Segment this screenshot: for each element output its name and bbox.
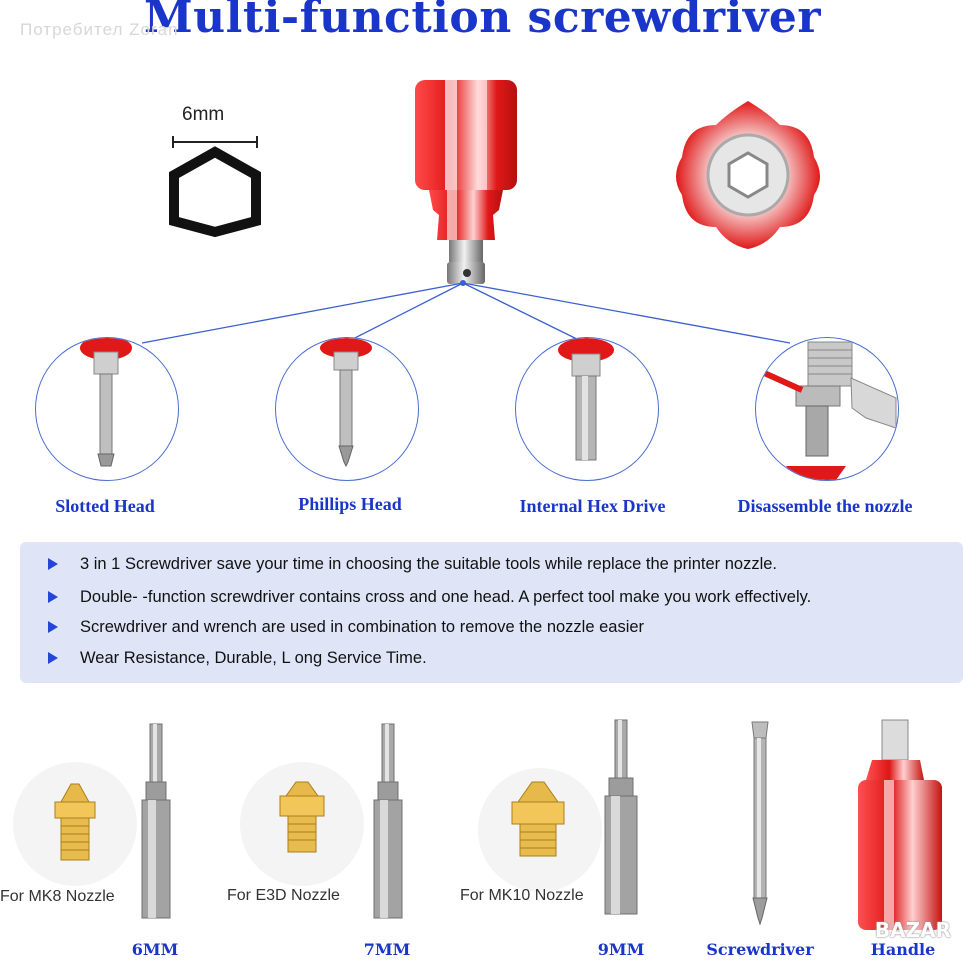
- bullet-arrow-icon: [48, 591, 58, 603]
- hex-size-label: 6mm: [182, 104, 225, 125]
- double-bit-icon: [751, 721, 769, 926]
- features-info-box: [20, 542, 963, 683]
- wrench-nozzle-icon: [760, 341, 897, 480]
- connector-lines: [141, 280, 791, 344]
- feature-label-hex: Internal Hex Drive: [519, 496, 666, 516]
- wrench-nozzle-circle: [755, 337, 899, 481]
- mk8-nozzle-circle: [13, 762, 137, 886]
- e3d-nozzle-circle: [240, 762, 364, 886]
- bullet-arrow-icon: [48, 558, 58, 570]
- bazar-watermark: BAZAR: [874, 918, 951, 942]
- brass-nozzle-icon: [279, 781, 325, 853]
- size-label-9mm: 9MM: [597, 940, 645, 959]
- bullet-arrow-icon: [48, 652, 58, 664]
- handle-top-view-icon: [676, 101, 820, 249]
- bullet-item: 3 in 1 Screwdriver save your time in cho…: [48, 555, 777, 574]
- slotted-bit-icon: [80, 338, 132, 467]
- socket-bit-9mm-icon: [604, 719, 638, 915]
- hex-bit-circle: [515, 337, 659, 481]
- hex-socket-icon: [169, 136, 261, 238]
- bullet-item: Wear Resistance, Durable, L ong Service …: [48, 649, 427, 668]
- slotted-bit-circle: [35, 337, 179, 481]
- brass-nozzle-icon: [54, 783, 96, 861]
- watermark-text: Потребител Zoran: [20, 20, 179, 39]
- feature-label-nozzle: Disassemble the nozzle: [737, 496, 913, 516]
- size-label-7mm: 7MM: [363, 940, 411, 959]
- screwdriver-handle-icon: [415, 80, 517, 284]
- phillips-bit-icon: [320, 338, 372, 468]
- hex-bit-icon: [558, 338, 614, 461]
- bullet-arrow-icon: [48, 621, 58, 633]
- size-label-6mm: 6MM: [131, 940, 179, 959]
- feature-label-phillips: Phillips Head: [298, 494, 402, 514]
- brass-nozzle-icon: [511, 781, 565, 857]
- nozzle-label-e3d: For E3D Nozzle: [227, 887, 340, 904]
- page-title: Multi-function screwdriver: [143, 0, 822, 43]
- phillips-bit-circle: [275, 337, 419, 481]
- socket-bit-6mm-icon: [141, 723, 171, 919]
- socket-bit-7mm-icon: [373, 723, 403, 919]
- feature-label-slotted: Slotted Head: [55, 496, 155, 516]
- mk10-nozzle-circle: [478, 768, 602, 892]
- size-label-screwdriver: Screwdriver: [706, 940, 814, 959]
- bullet-item: Double- -function screwdriver contains c…: [48, 588, 811, 607]
- size-label-handle: Handle: [870, 940, 936, 959]
- nozzle-label-mk8: For MK8 Nozzle: [0, 888, 115, 905]
- nozzle-label-mk10: For MK10 Nozzle: [460, 887, 584, 904]
- red-handle-icon: [858, 719, 942, 930]
- bullet-item: Screwdriver and wrench are used in combi…: [48, 618, 644, 637]
